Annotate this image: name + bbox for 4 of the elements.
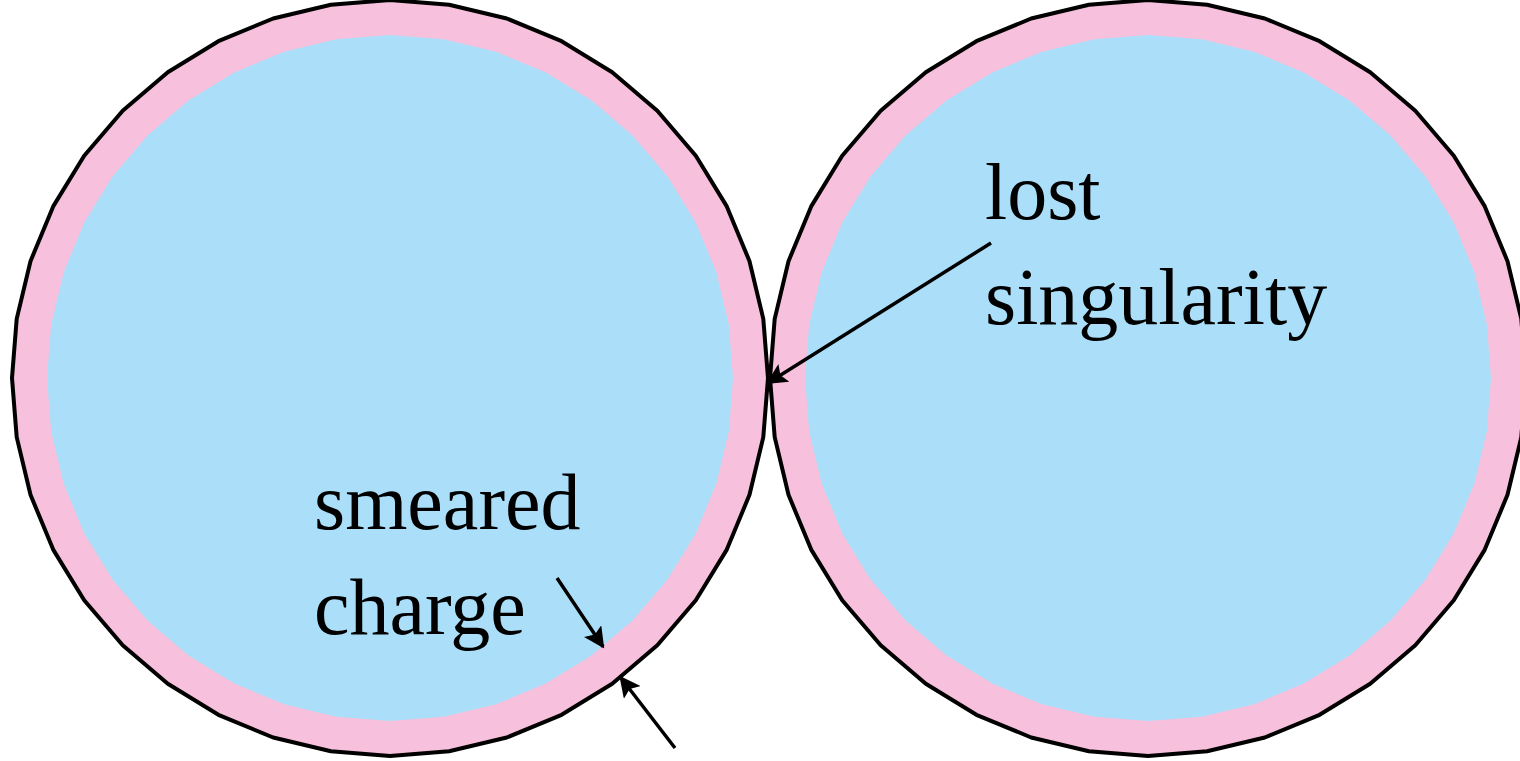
leader-arrow bbox=[619, 675, 677, 750]
leader-arrow bbox=[555, 577, 605, 649]
annotation-text: lost singularity bbox=[985, 148, 1328, 341]
annotation-text: smeared charge bbox=[314, 458, 581, 651]
